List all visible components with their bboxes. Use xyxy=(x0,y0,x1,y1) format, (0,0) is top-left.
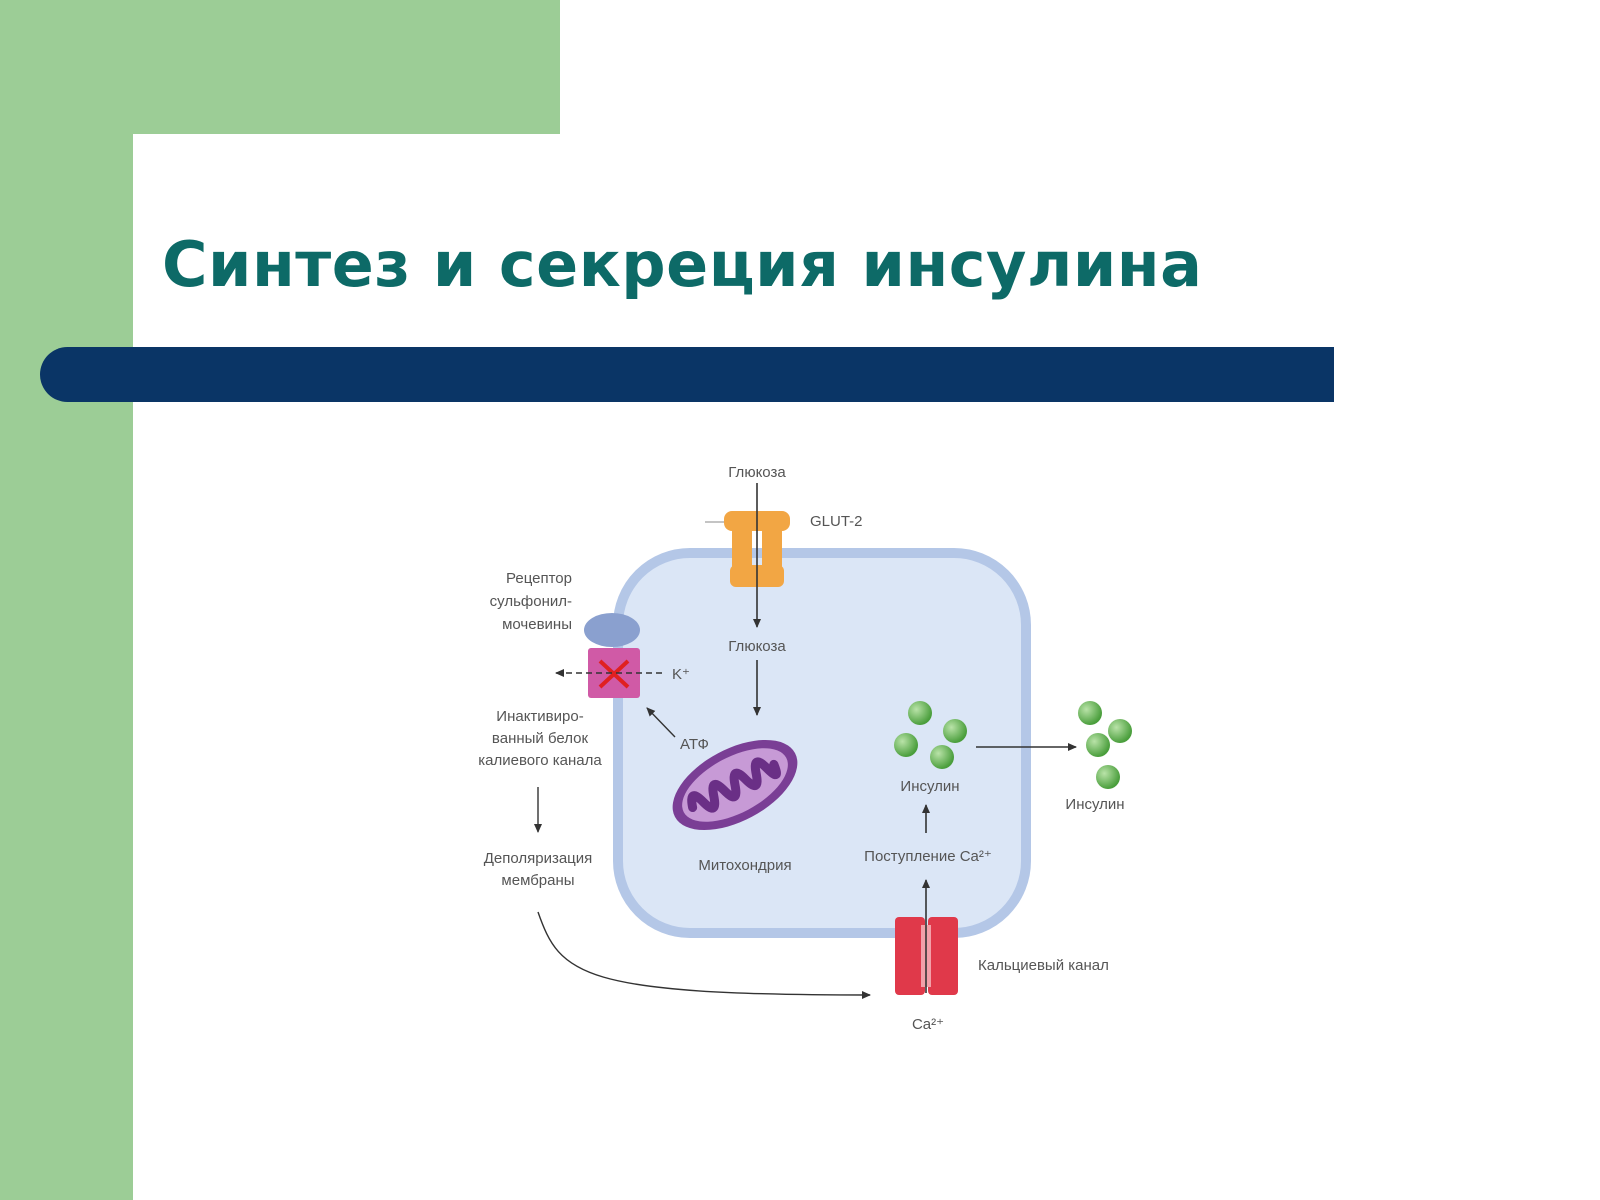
label-atp: АТФ xyxy=(680,736,709,753)
label-ca-influx: Поступление Ca²⁺ xyxy=(864,848,992,865)
label-insulin-inside: Инсулин xyxy=(900,778,959,795)
label-receptor-3: мочевины xyxy=(502,616,572,633)
insulin-granules-inside xyxy=(894,701,967,769)
label-glut2: GLUT-2 xyxy=(810,513,863,530)
label-inactivated-2: ванный белок xyxy=(492,730,589,747)
label-depolarization-1: Деполяризация xyxy=(484,850,593,867)
sulfonylurea-receptor xyxy=(584,613,640,647)
green-top-block xyxy=(0,0,560,134)
label-inactivated-1: Инактивиро- xyxy=(496,708,583,725)
label-receptor-2: сульфонил- xyxy=(490,593,572,610)
green-side-strip xyxy=(0,0,133,1200)
atp-arrow xyxy=(646,707,676,738)
label-inactivated-3: калиевого канала xyxy=(478,752,602,769)
label-ca-ion: Ca²⁺ xyxy=(912,1016,944,1033)
label-depolarization-2: мембраны xyxy=(501,872,574,889)
insulin-granules-outside xyxy=(1078,701,1132,789)
label-insulin-outside: Инсулин xyxy=(1065,796,1124,813)
insulin-secretion-diagram: Глюкоза GLUT-2 Глюкоза Рецептор сульфони… xyxy=(478,464,1132,1033)
label-glucose-inside: Глюкоза xyxy=(728,638,786,655)
title-underline-bar xyxy=(40,347,1334,402)
beta-cell xyxy=(613,548,1031,938)
label-receptor-1: Рецептор xyxy=(506,570,572,587)
potassium-channel xyxy=(588,648,640,698)
depolarization-arrow xyxy=(537,911,871,999)
label-mitochondria: Митохондрия xyxy=(698,857,791,874)
slide-title: Синтез и секреция инсулина xyxy=(162,228,1203,301)
mitochondrion xyxy=(672,739,798,831)
label-calcium-channel: Кальциевый канал xyxy=(978,957,1109,974)
label-k-plus: K⁺ xyxy=(672,666,690,683)
label-glucose-outside: Глюкоза xyxy=(728,464,786,481)
